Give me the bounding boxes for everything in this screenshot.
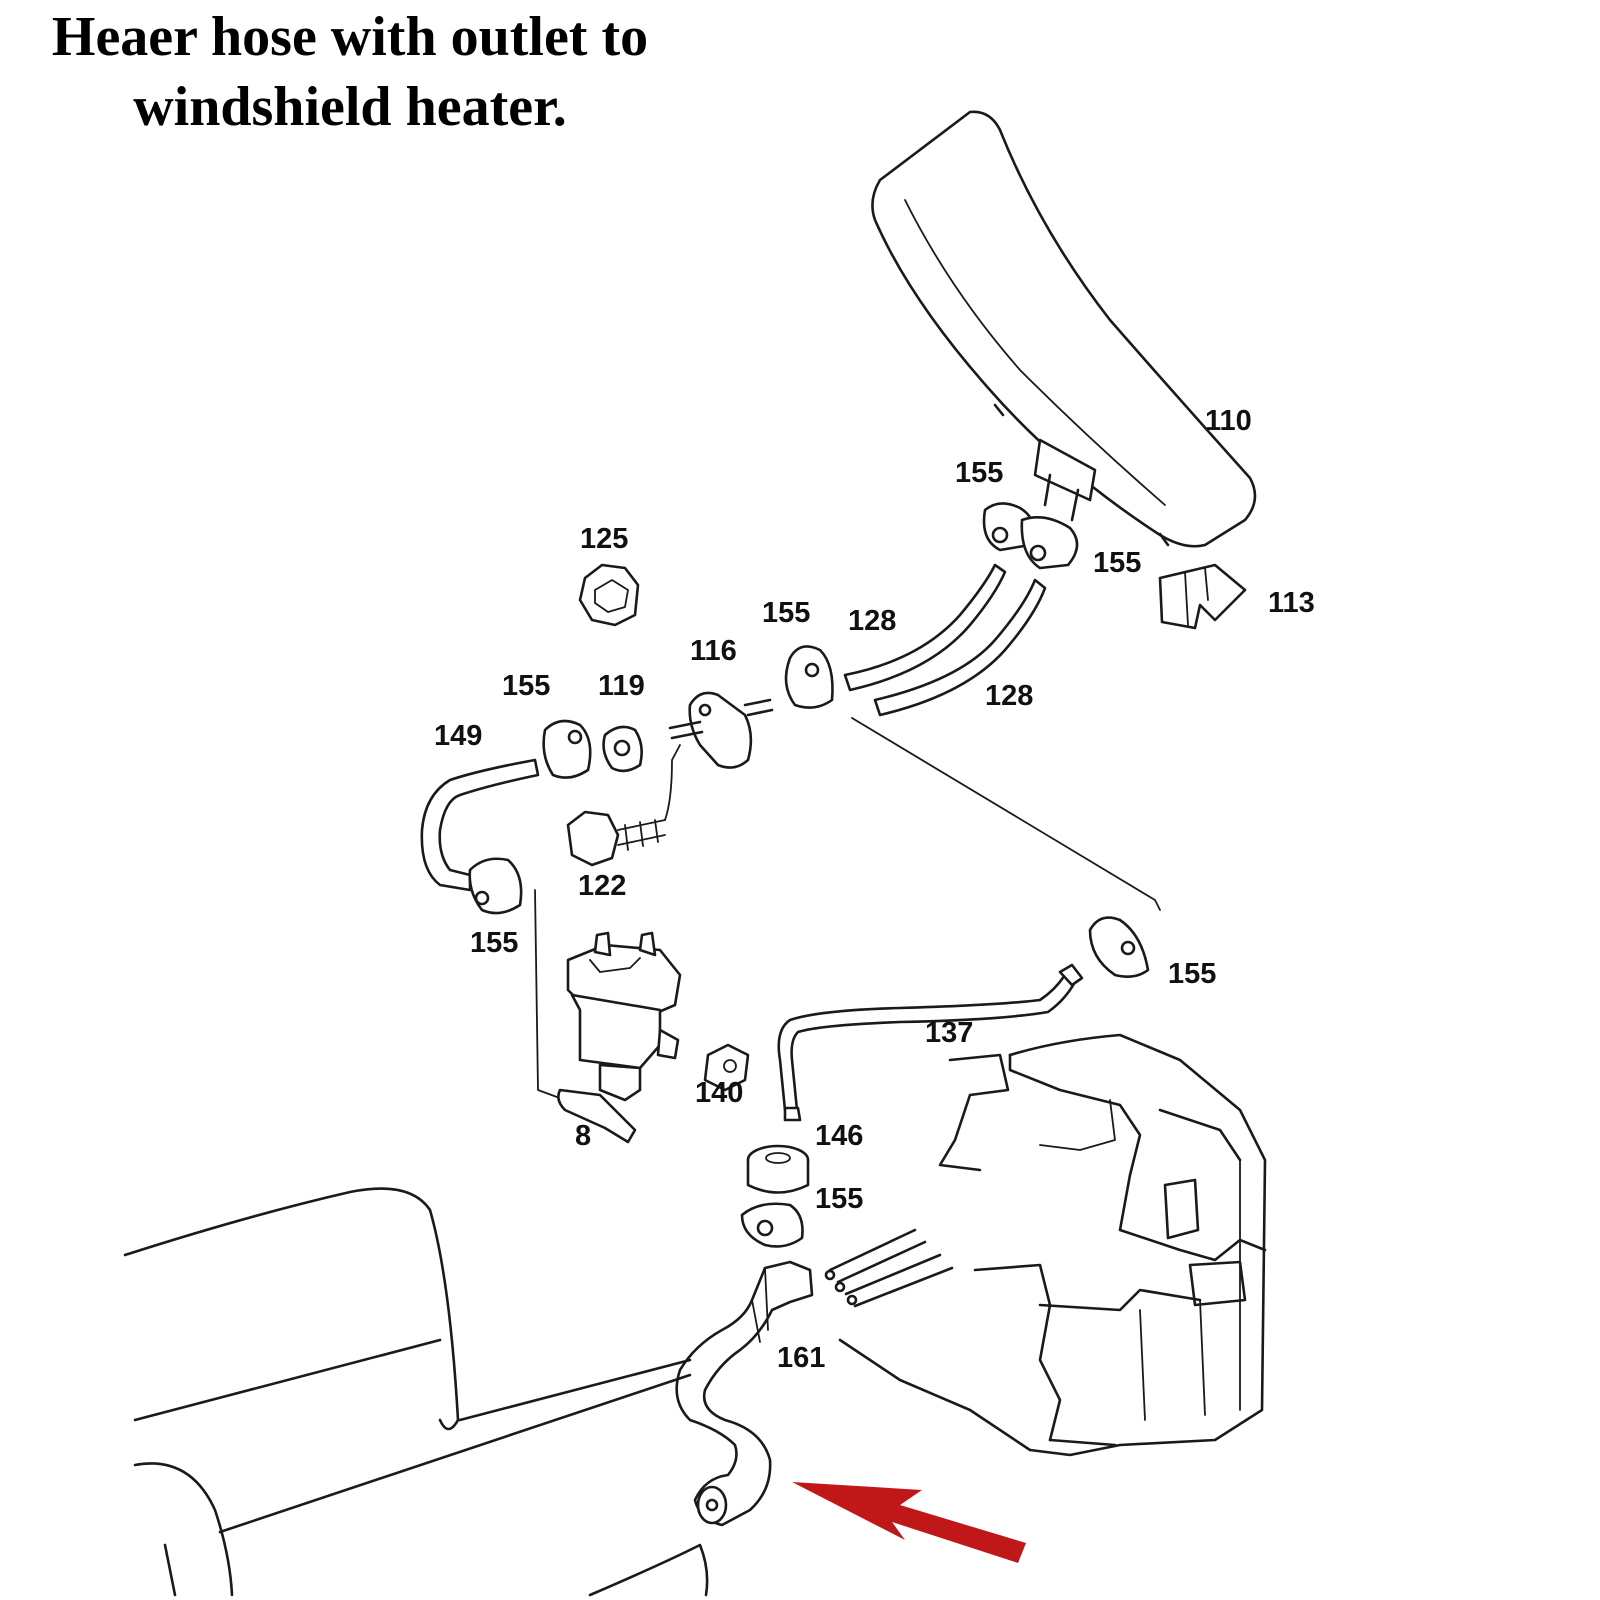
label-128-upper: 128 [848, 605, 896, 637]
title-line-1: Heaer hose with outlet to [51, 6, 649, 68]
label-116: 116 [690, 635, 737, 667]
leader-128-to-155 [851, 717, 1161, 911]
clamp-155-right [1088, 916, 1150, 978]
label-155-right: 155 [1168, 958, 1216, 990]
heater-hose-161 [675, 1260, 814, 1527]
red-pointer-arrow [792, 1482, 1026, 1563]
label-128-lower: 128 [985, 680, 1033, 712]
body-panel-lower-left [123, 1187, 709, 1597]
screw-122 [566, 744, 681, 867]
label-161: 161 [777, 1342, 825, 1374]
label-125: 125 [580, 523, 628, 555]
title-line-2: windshield heater. [133, 76, 567, 138]
bushing-119 [602, 725, 643, 773]
label-119: 119 [598, 670, 645, 702]
clamp-155-top [982, 502, 1079, 570]
bushing-146 [746, 1144, 810, 1194]
label-155-top: 155 [955, 457, 1003, 489]
label-8: 8 [575, 1120, 591, 1152]
label-140: 140 [695, 1077, 743, 1109]
pipe-137 [777, 963, 1084, 1122]
label-155-left: 155 [502, 670, 550, 702]
label-110: 110 [1205, 405, 1252, 437]
valve-116 [668, 691, 774, 769]
label-122: 122 [578, 870, 626, 902]
diagram-title: Heaer hose with outlet to windshield hea… [0, 2, 700, 142]
leader-155-to-8 [534, 889, 566, 1101]
label-113: 113 [1268, 587, 1315, 619]
engine-block [838, 1033, 1267, 1457]
bracket-140 [703, 1043, 750, 1092]
lines-to-engine [824, 1228, 954, 1308]
label-149: 149 [434, 720, 482, 752]
label-146: 146 [815, 1120, 863, 1152]
label-155-right-top: 155 [1093, 547, 1141, 579]
valve-8 [557, 931, 682, 1144]
bracket-113 [1158, 563, 1247, 630]
clamp-155-mid [784, 645, 834, 709]
label-155-lower-left: 155 [470, 927, 518, 959]
reservoir-110 [871, 110, 1257, 548]
clamp-155-left [542, 719, 592, 779]
cap-125 [578, 563, 640, 627]
clamp-155-lower-left [468, 857, 523, 915]
part-labels: 110 155 155 113 125 155 128 116 155 119 … [434, 405, 1315, 1374]
label-155-bottom: 155 [815, 1183, 863, 1215]
hoses-128 [843, 563, 1047, 717]
clamp-155-bottom [740, 1202, 804, 1248]
label-155-mid: 155 [762, 597, 810, 629]
label-137: 137 [925, 1017, 973, 1049]
